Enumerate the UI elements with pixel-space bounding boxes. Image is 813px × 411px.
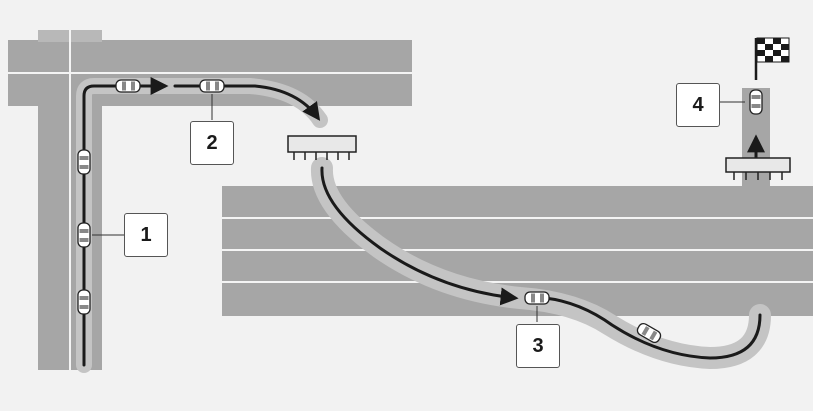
finish-flag-icon [754,37,790,80]
car-icon [199,79,225,93]
car-icon [77,289,91,315]
callout-4: 4 [676,83,720,127]
exit-overpass-icon [725,157,791,180]
callout-leaders [92,94,745,322]
car-icon [749,89,763,115]
callout-2: 2 [190,121,234,165]
car-icon [524,291,550,305]
car-icon [77,149,91,175]
route-line [82,77,765,367]
overpass-icon [287,135,357,160]
car-icon [77,222,91,248]
car-icon [115,79,141,93]
callout-3: 3 [516,324,560,368]
callout-1: 1 [124,213,168,257]
